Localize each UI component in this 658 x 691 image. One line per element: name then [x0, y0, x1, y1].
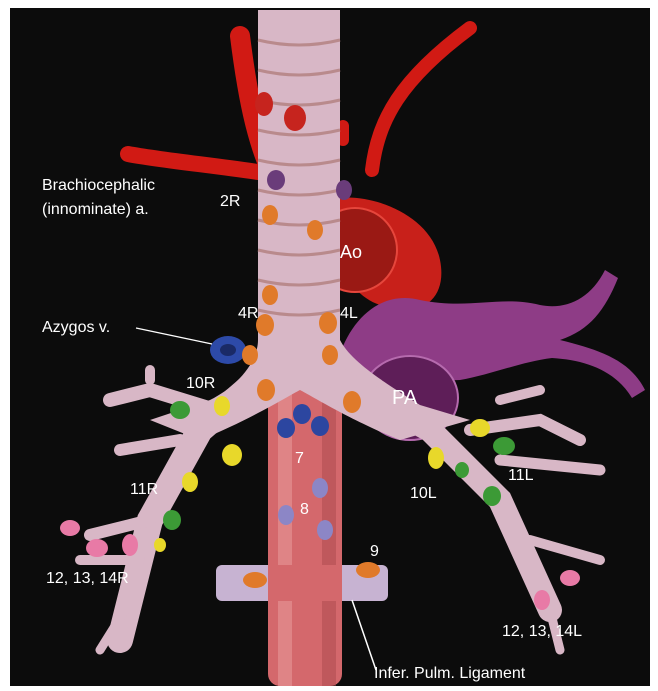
node-yellow: [428, 447, 444, 469]
node-purple: [267, 170, 285, 190]
node-blue: [277, 418, 295, 438]
label-station-11r: 11R: [130, 481, 158, 498]
node-yellow: [154, 538, 166, 552]
node-orange: [343, 391, 361, 413]
label-inferior-pulmonary-ligament: Infer. Pulm. Ligament: [374, 665, 526, 682]
label-station-12-13-14r: 12, 13, 14R: [46, 570, 129, 587]
label-station-8: 8: [300, 501, 309, 518]
node-lilac: [317, 520, 333, 540]
node-pink: [560, 570, 580, 586]
label-station-12-13-14l: 12, 13, 14L: [502, 623, 582, 640]
node-orange: [262, 205, 278, 225]
node-orange: [307, 220, 323, 240]
node-lilac: [312, 478, 328, 498]
node-orange: [356, 562, 380, 578]
node-orange: [242, 345, 258, 365]
node-yellow: [222, 444, 242, 466]
node-orange: [243, 572, 267, 588]
node-pink: [122, 534, 138, 556]
label-station-10r: 10R: [186, 375, 215, 392]
node-green: [163, 510, 181, 530]
label-brachiocephalic-line2: (innominate) a.: [42, 201, 149, 218]
node-yellow: [214, 396, 230, 416]
label-station-2r: 2R: [220, 193, 240, 210]
label-station-4l: 4L: [340, 305, 358, 322]
label-aorta: Ao: [340, 242, 362, 262]
azygos-vein: [210, 336, 246, 364]
label-brachiocephalic-line1: Brachiocephalic: [42, 177, 155, 194]
label-station-11l: 11L: [508, 467, 534, 484]
node-purple: [336, 180, 352, 200]
label-pulmonary-artery: PA: [392, 387, 418, 409]
node-orange: [256, 314, 274, 336]
node-green: [455, 462, 469, 478]
node-orange: [322, 345, 338, 365]
node-orange: [319, 312, 337, 334]
label-station-9: 9: [370, 543, 379, 560]
label-station-10l: 10L: [410, 485, 437, 502]
node-yellow: [470, 419, 490, 437]
node-green: [483, 486, 501, 506]
label-azygos: Azygos v.: [42, 319, 110, 336]
node-pink: [60, 520, 80, 536]
node-blue: [311, 416, 329, 436]
node-lilac: [278, 505, 294, 525]
node-pink: [86, 539, 108, 557]
node-red: [284, 105, 306, 131]
label-station-7: 7: [295, 450, 304, 467]
node-blue: [293, 404, 311, 424]
node-yellow: [182, 472, 198, 492]
node-orange: [257, 379, 275, 401]
node-green: [170, 401, 190, 419]
node-orange: [262, 285, 278, 305]
node-pink: [534, 590, 550, 610]
label-station-4r: 4R: [238, 305, 258, 322]
node-green: [493, 437, 515, 455]
node-red: [255, 92, 273, 116]
